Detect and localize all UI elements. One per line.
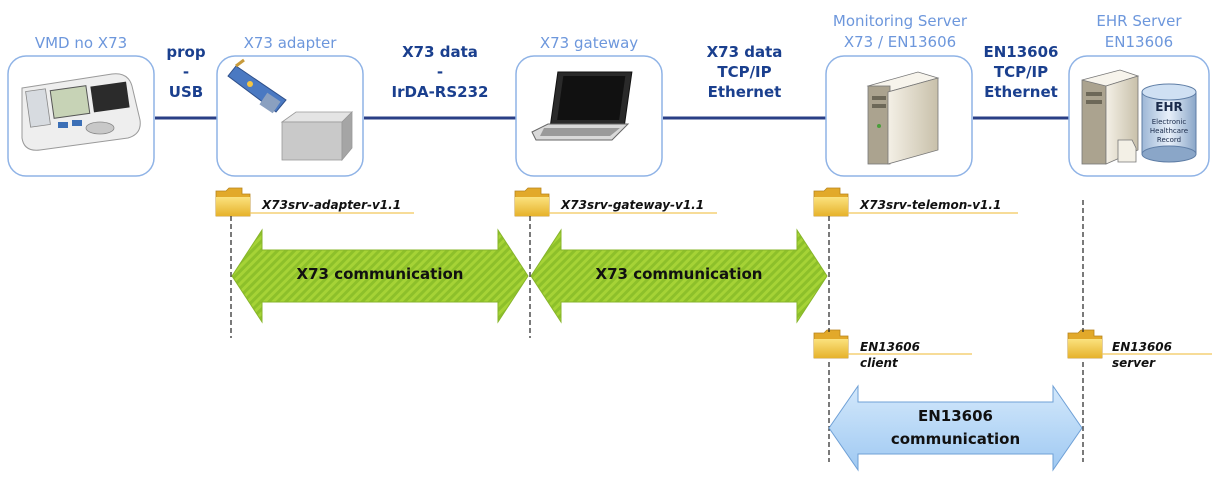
en13606-communication-arrow (828, 384, 1083, 472)
folder-icon (514, 187, 550, 217)
tcp-link-label-1: X73 data TCP/IP Ethernet (663, 42, 826, 102)
folder-label-gateway: X73srv-gateway-v1.1 (561, 198, 705, 212)
folder-label-en-client-line1: EN13606 (860, 340, 920, 354)
en13606-communication-label-line2: communication (890, 430, 1021, 448)
usb-link-label-line1: prop (166, 43, 206, 61)
tcp-link-label-2-line2: TCP/IP (993, 63, 1049, 81)
communication-arrows (231, 228, 1083, 472)
x73-communication-label-left: X73 communication (296, 265, 464, 283)
monitoring-title-line1: Monitoring Server (832, 12, 968, 30)
ehr-db-label: EHR (1155, 100, 1183, 114)
usb-adapter-image (227, 58, 353, 162)
server-tower-image (866, 71, 940, 165)
ehr-db-text2: Healthcare (1149, 127, 1189, 135)
tcp-link-label-1-line3: Ethernet (707, 83, 782, 101)
irda-link-label-line1: X73 data (402, 43, 478, 61)
x73-communication-arrow-left (231, 228, 529, 324)
tcp-link-label-1-line1: X73 data (706, 43, 783, 61)
folder-icon (813, 187, 849, 217)
folder-label-underlines (250, 212, 1212, 355)
folder-label-adapter: X73srv-adapter-v1.1 (262, 198, 402, 212)
x73-communication-arrow-right (530, 228, 828, 324)
usb-link-label-line2: - (182, 63, 190, 81)
folder-icons (215, 187, 1103, 359)
tcp-link-label-2-line1: EN13606 (983, 43, 1059, 61)
folder-label-en-client-line2: client (860, 356, 898, 370)
ehr-db-text1: Electronic (1151, 118, 1187, 126)
folder-icon (215, 187, 251, 217)
en13606-communication-label-line1: EN13606 (918, 407, 993, 425)
vmd-title: VMD no X73 (34, 34, 128, 52)
monitoring-title-line2: X73 / EN13606 (843, 33, 957, 51)
folder-label-en-server-line1: EN13606 (1112, 340, 1172, 354)
irda-link-label-line3: IrDA-RS232 (391, 83, 489, 101)
ehr-server-image (1081, 69, 1140, 165)
gateway-title: X73 gateway (539, 34, 639, 52)
irda-link-label: X73 data - IrDA-RS232 (364, 42, 516, 102)
folder-icon (813, 329, 849, 359)
tcp-link-label-2-line3: Ethernet (984, 83, 1058, 101)
ehr-database-icon (1141, 83, 1197, 163)
folder-label-en-server-line2: server (1112, 356, 1156, 370)
adapter-title: X73 adapter (243, 34, 337, 52)
lifelines (230, 200, 1084, 462)
ehr-title-line1: EHR Server (1096, 12, 1182, 30)
tcp-link-label-1-line2: TCP/IP (717, 63, 772, 81)
ehr-db-text3: Record (1156, 136, 1182, 144)
irda-link-label-line2: - (436, 63, 444, 81)
folder-label-telemon: X73srv-telemon-v1.1 (860, 198, 1002, 212)
usb-link-label: prop - USB (155, 42, 217, 102)
tcp-link-label-2: EN13606 TCP/IP Ethernet (973, 42, 1069, 102)
folder-icon (1067, 329, 1103, 359)
blood-pressure-monitor-image (21, 73, 141, 151)
x73-communication-label-right: X73 communication (595, 265, 763, 283)
laptop-image (531, 71, 633, 141)
usb-link-label-line3: USB (168, 83, 204, 101)
ehr-title-line2: EN13606 (1104, 33, 1174, 51)
